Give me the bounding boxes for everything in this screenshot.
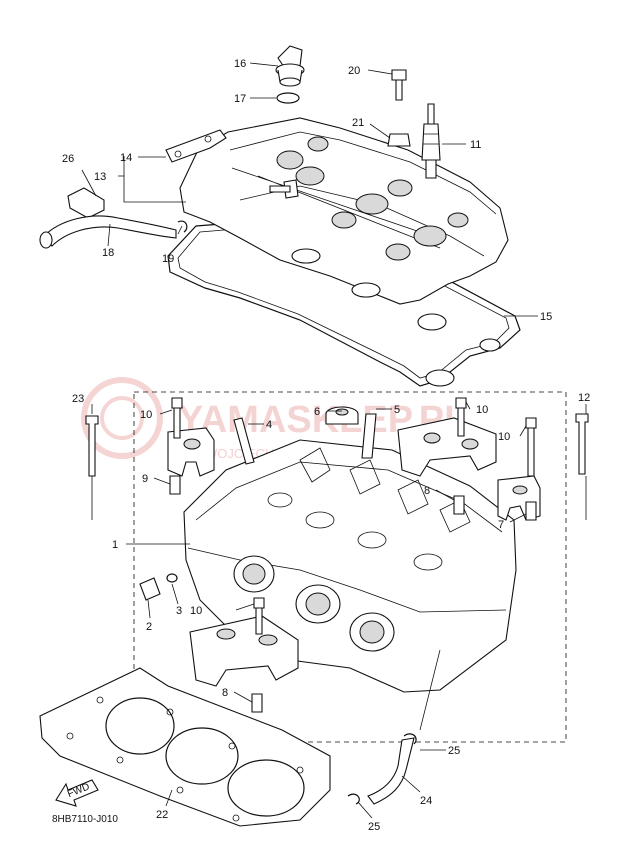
filler-o-ring bbox=[276, 92, 300, 104]
callout-4: 4 bbox=[266, 419, 272, 431]
callout-23: 23 bbox=[72, 393, 84, 405]
cover-grommet bbox=[387, 133, 411, 147]
callout-3: 3 bbox=[176, 605, 182, 617]
callout-24: 24 bbox=[420, 795, 432, 807]
callout-19: 19 bbox=[162, 253, 174, 265]
callout-15: 15 bbox=[540, 311, 552, 323]
dowel-pipe bbox=[361, 413, 377, 459]
callout-14: 14 bbox=[120, 152, 132, 164]
head-bolts bbox=[171, 397, 537, 635]
leader-lines bbox=[81, 62, 587, 819]
callout-11: 11 bbox=[470, 139, 481, 151]
fwd-arrow: FWD bbox=[55, 779, 99, 807]
callout-21: 21 bbox=[352, 117, 364, 129]
callout-1: 1 bbox=[112, 539, 118, 551]
gasket-washer bbox=[166, 573, 178, 583]
callout-10-c: 10 bbox=[498, 431, 510, 443]
cylinder-head-gasket bbox=[39, 667, 331, 827]
callout-10-d: 10 bbox=[190, 605, 202, 617]
hose-clip-upper bbox=[403, 733, 417, 745]
dowel-9 bbox=[169, 475, 181, 495]
callout-18: 18 bbox=[102, 247, 114, 259]
plug-hole-3 bbox=[413, 225, 447, 247]
dowel-8-lower bbox=[251, 693, 263, 713]
callout-16: 16 bbox=[234, 58, 246, 70]
spark-plug bbox=[421, 103, 441, 179]
water-hose bbox=[367, 737, 415, 805]
callout-12: 12 bbox=[578, 392, 590, 404]
callout-10-b: 10 bbox=[476, 404, 488, 416]
callout-17: 17 bbox=[234, 93, 246, 105]
plug-hole-2 bbox=[295, 166, 325, 186]
blind-plug bbox=[325, 406, 359, 425]
dowel-8-upper bbox=[453, 495, 465, 515]
cam-cap-right-upper bbox=[397, 417, 497, 477]
callout-26: 26 bbox=[62, 153, 74, 165]
callout-8-lower: 8 bbox=[222, 687, 228, 699]
cam-cap-left bbox=[167, 427, 215, 477]
callout-6: 6 bbox=[314, 406, 320, 418]
callout-10-a: 10 bbox=[140, 409, 152, 421]
callout-25-lower: 25 bbox=[368, 821, 380, 833]
oil-filler-cap bbox=[275, 45, 305, 87]
callout-5: 5 bbox=[394, 404, 400, 416]
plug-hole-1 bbox=[276, 150, 304, 170]
long-bolt-left bbox=[85, 415, 99, 477]
long-bolt-right bbox=[575, 413, 589, 475]
cylinder-head-cover bbox=[179, 117, 509, 305]
diagram-code: 8HB7110-J010 bbox=[52, 814, 118, 825]
oil-pipe-guide bbox=[233, 417, 255, 465]
head-cover-group bbox=[167, 117, 521, 387]
breather-hose bbox=[43, 215, 177, 247]
callout-25-upper: 25 bbox=[448, 745, 460, 757]
dowel-7 bbox=[525, 501, 537, 521]
hose-clamp bbox=[67, 187, 105, 219]
hose-clip-lower bbox=[347, 793, 360, 805]
callout-2: 2 bbox=[146, 621, 152, 633]
callouts: 1 2 3 4 5 6 7 8 8 9 10 10 10 10 11 12 13… bbox=[62, 58, 590, 833]
hose-clip bbox=[177, 220, 188, 233]
plug-bolt bbox=[139, 577, 161, 601]
reference-box bbox=[133, 391, 567, 743]
callout-7: 7 bbox=[498, 519, 504, 531]
breather-hose-assembly bbox=[39, 187, 188, 249]
callout-8-upper: 8 bbox=[424, 485, 430, 497]
callout-22: 22 bbox=[156, 809, 168, 821]
callout-13: 13 bbox=[94, 171, 106, 183]
callout-20: 20 bbox=[348, 65, 360, 77]
callout-9: 9 bbox=[142, 473, 148, 485]
cover-bolt bbox=[391, 69, 407, 101]
